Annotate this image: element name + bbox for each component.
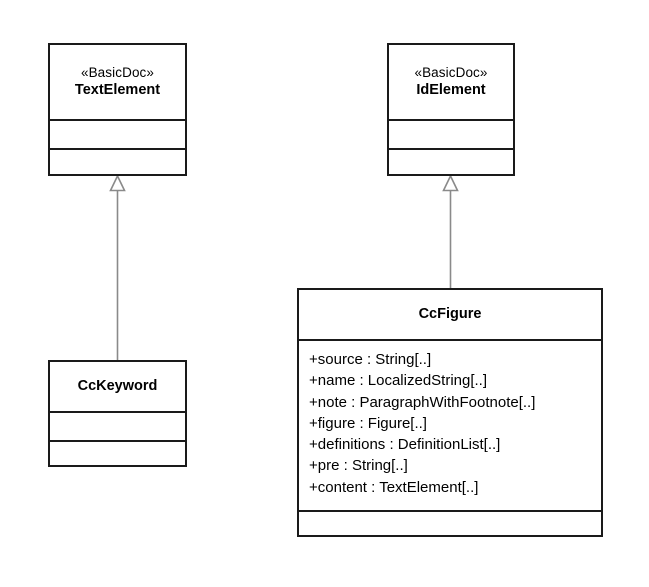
attribute-row: +figure : Figure[..] (309, 414, 427, 432)
class-operations-textelement (50, 148, 185, 174)
class-stereotype: «BasicDoc» (414, 64, 488, 80)
class-box-cckeyword[interactable]: CcKeyword (48, 360, 187, 467)
class-header-cckeyword: CcKeyword (50, 362, 185, 411)
class-attributes-cckeyword (50, 411, 185, 440)
attribute-row: +name : LocalizedString[..] (309, 372, 488, 390)
attribute-row: +source : String[..] (309, 351, 432, 368)
attribute-row: +definitions : DefinitionList[..] (309, 436, 501, 454)
class-operations-idelement (389, 148, 513, 174)
generalization-ccfigure-to-idelement (442, 174, 459, 288)
class-operations-ccfigure (299, 510, 601, 535)
class-box-ccfigure[interactable]: CcFigure +source : String[..] +name : Lo… (297, 288, 603, 537)
class-attributes-ccfigure: +source : String[..] +name : LocalizedSt… (299, 339, 601, 510)
class-title: IdElement (416, 82, 486, 99)
generalization-cckeyword-to-textelement (109, 174, 126, 360)
class-header-textelement: «BasicDoc» TextElement (50, 45, 185, 119)
class-header-idelement: «BasicDoc» IdElement (389, 45, 513, 119)
attribute-row: +pre : String[..] (309, 457, 408, 475)
hollow-triangle-arrowhead-icon (109, 174, 126, 192)
class-title: CcFigure (418, 306, 482, 323)
class-stereotype: «BasicDoc» (80, 64, 155, 80)
hollow-triangle-arrowhead-icon (442, 174, 459, 192)
class-attributes-textelement (50, 119, 185, 148)
class-operations-cckeyword (50, 440, 185, 465)
class-header-ccfigure: CcFigure (299, 290, 601, 339)
class-title: CcKeyword (77, 378, 158, 395)
class-box-idelement[interactable]: «BasicDoc» IdElement (387, 43, 515, 176)
class-title: TextElement (74, 82, 161, 99)
class-box-textelement[interactable]: «BasicDoc» TextElement (48, 43, 187, 176)
attribute-row: +note : ParagraphWithFootnote[..] (309, 393, 536, 411)
attribute-row: +content : TextElement[..] (309, 478, 479, 496)
class-attributes-idelement (389, 119, 513, 148)
